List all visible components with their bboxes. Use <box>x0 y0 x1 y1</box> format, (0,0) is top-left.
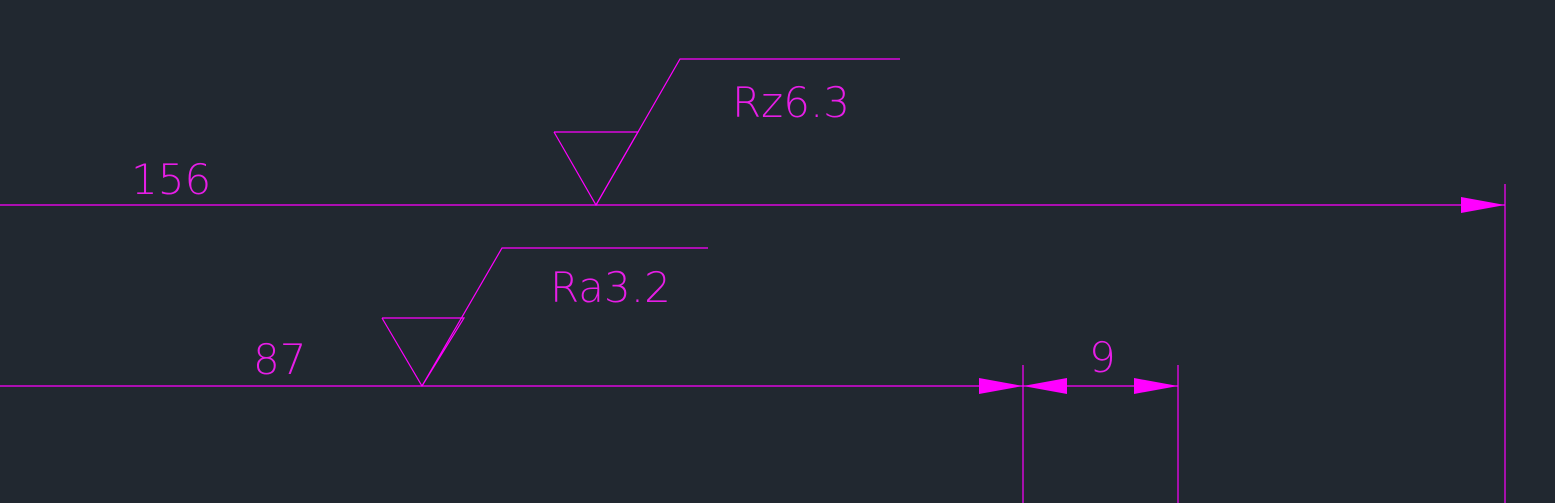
surface-finish-ra-leader <box>421 247 708 387</box>
dimension-9-left-arrowhead <box>1023 378 1067 394</box>
surface-finish-rz-leader <box>595 58 900 206</box>
surface-finish-rz-text: Rz6.3 <box>732 78 850 127</box>
surface-finish-ra[interactable]: Ra3.2 <box>381 247 708 388</box>
surface-finish-rz-symbol <box>553 131 640 207</box>
dimension-9[interactable]: 9 <box>1022 333 1179 503</box>
dimension-9-text: 9 <box>1089 333 1116 382</box>
surface-finish-ra-symbol <box>381 317 466 388</box>
surface-finish-ra-text: Ra3.2 <box>550 263 671 312</box>
dimension-87-text: 87 <box>253 335 306 384</box>
dimension-87-arrowhead <box>979 378 1023 394</box>
dimension-156-text: 156 <box>131 155 211 204</box>
dimension-9-right-arrowhead <box>1134 378 1178 394</box>
surface-finish-rz[interactable]: Rz6.3 <box>553 58 900 207</box>
dimension-156-arrowhead <box>1461 197 1505 213</box>
dimension-87[interactable]: 87 <box>0 335 1023 394</box>
dimension-156[interactable]: 156 <box>0 155 1506 503</box>
